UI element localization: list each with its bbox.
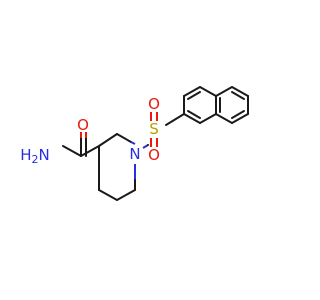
ring-nitrogen-label: N [129,145,140,163]
naph-bond-6-inner [187,110,201,119]
bond-c5-c4 [98,189,118,201]
naph-bond-8 [231,86,249,97]
naph-bond-5 [199,113,217,124]
bond-c6-c5 [116,189,136,201]
molecule-structure: O H2N N S O O [20,86,249,201]
sulfonyl-oxygen-bottom-label: O [148,146,160,164]
bond-c3-c2 [98,133,118,147]
amide-nitrogen-n: N [39,146,50,164]
sulfur-label: S [149,120,159,138]
bond-amide-cn [62,145,82,157]
naph-bond-3 [199,86,217,97]
naph-bond-8-inner [231,91,245,100]
bond-c3-carbonyl [80,145,100,157]
naph-bond-10-inner [231,110,245,119]
naph-bond-7 [215,86,233,97]
bond-s-naph [165,113,185,126]
naph-bond-2-inner [187,91,201,100]
amide-nitrogen-label: H2N [20,146,50,166]
naph-bond-10 [231,113,249,124]
carbonyl-oxygen-label: O [77,116,89,134]
sulfonyl-oxygen-top-label: O [148,95,160,113]
naph-bond-2 [183,86,201,97]
bond-c2-n-blue [130,141,136,145]
bond-c2-n [116,133,132,143]
naph-bond-6 [183,113,201,124]
naph-bond-11 [215,113,233,124]
amide-nitrogen-subscript: 2 [32,153,39,166]
amide-nitrogen-h: H [20,146,31,164]
